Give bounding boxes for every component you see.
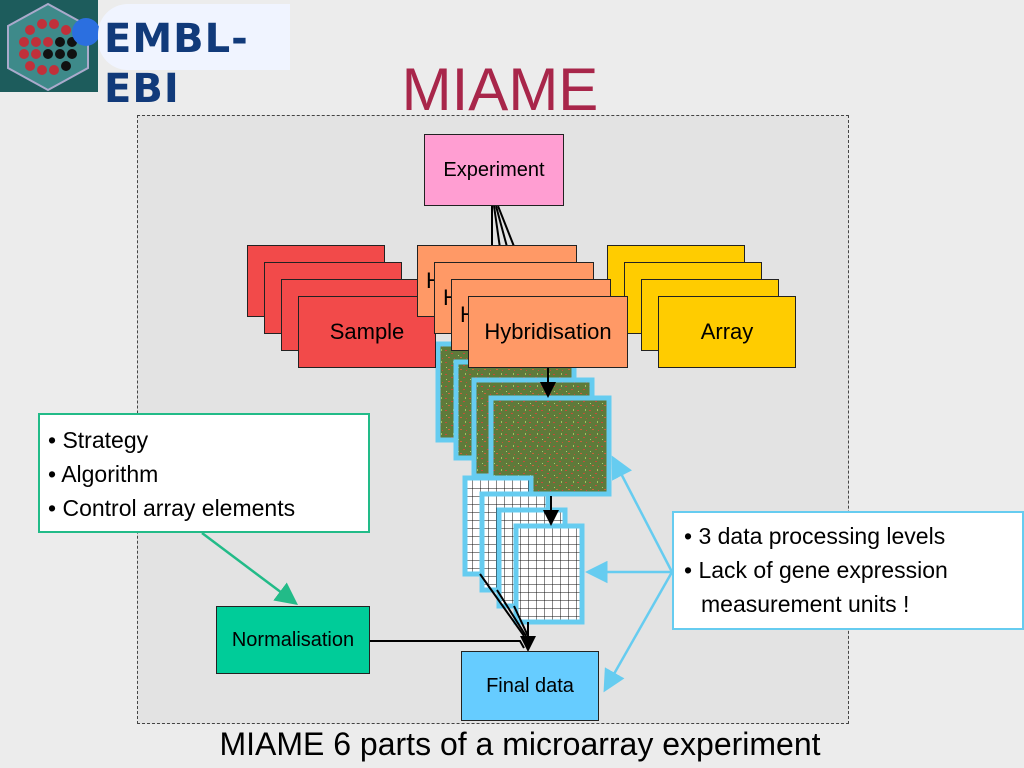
right-note: • 3 data processing levels • Lack of gen… (672, 511, 1024, 630)
right-note-item-continued: measurement units ! (701, 591, 910, 617)
left-note-item: • Algorithm (48, 461, 159, 487)
right-note-arrows (585, 455, 674, 693)
right-note-item: • 3 data processing levels (684, 523, 946, 549)
logo-background (98, 4, 290, 70)
normalisation-box: Normalisation (216, 606, 370, 674)
caption: MIAME 6 parts of a microarray experiment (219, 726, 821, 762)
sample-box: Sample (298, 296, 436, 368)
left-note-item: • Strategy (48, 427, 149, 453)
hybridisation-box: Hybridisation (468, 296, 628, 368)
normalisation-line (370, 640, 525, 649)
embl-ebi-logo: EMBL-EBI (0, 0, 290, 112)
left-note-item: • Control array elements (48, 495, 296, 521)
microarray-scan-stack (435, 341, 612, 497)
final-data-box: Final data (461, 651, 599, 721)
scan-arrows (540, 368, 559, 526)
array-box: Array (658, 296, 796, 368)
left-note: • Strategy • Algorithm • Control array e… (38, 413, 370, 533)
experiment-box: Experiment (424, 134, 564, 206)
hexagon-logo-icon (0, 0, 100, 92)
grid-to-final-lines (479, 573, 536, 652)
data-grid-stack (462, 475, 585, 625)
page-title: MIAME (401, 56, 599, 123)
logo-text: EMBL-EBI (104, 16, 249, 112)
left-note-arrow (201, 532, 298, 605)
right-note-item: • Lack of gene expression (684, 557, 948, 583)
